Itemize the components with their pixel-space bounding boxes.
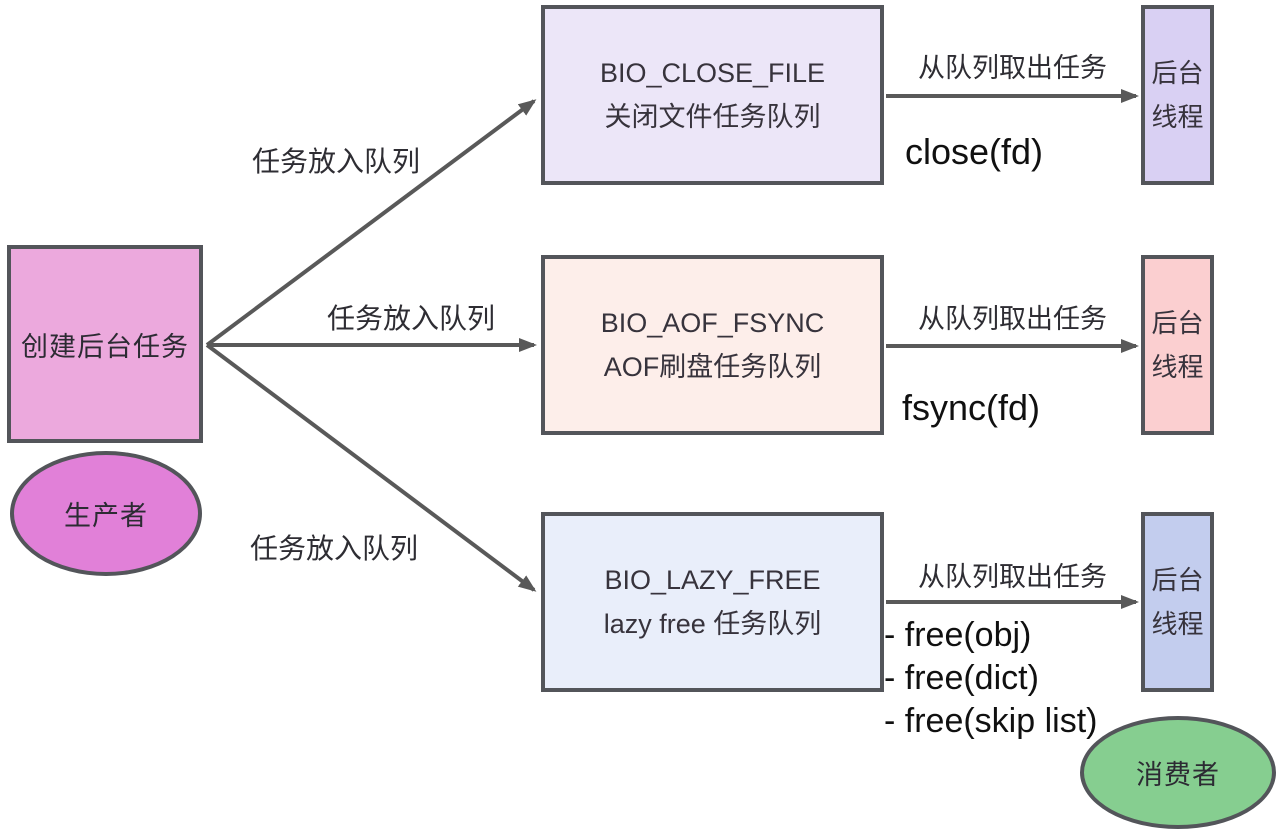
background-thread-box-lazyfree: 后台 线程 [1141, 512, 1214, 692]
thread-label-line1: 后台 [1151, 308, 1204, 338]
op-close-fd: close(fd) [905, 131, 1044, 172]
queue-box-bio-close-file: BIO_CLOSE_FILE 关闭文件任务队列 [541, 5, 884, 185]
queue-desc: AOF刷盘任务队列 [603, 352, 822, 382]
queue-box-bio-lazy-free: BIO_LAZY_FREE lazy free 任务队列 [541, 512, 884, 692]
thread-label-line2: 线程 [1151, 102, 1204, 132]
create-background-task-label: 创建后台任务 [21, 331, 189, 362]
consumer-label: 消费者 [1136, 760, 1220, 790]
queue-desc: lazy free 任务队列 [603, 609, 822, 639]
consumer-ellipse: 消费者 [1080, 716, 1276, 829]
enqueue-arrow-close [205, 99, 537, 347]
dequeue-label-close: 从队列取出任务 [918, 53, 1107, 83]
queue-name: BIO_LAZY_FREE [604, 565, 821, 595]
thread-label-line1: 后台 [1151, 58, 1204, 88]
enqueue-label-close: 任务放入队列 [252, 146, 421, 177]
producer-ellipse: 生产者 [10, 451, 202, 576]
thread-label-line2: 线程 [1151, 609, 1204, 639]
queue-name: BIO_CLOSE_FILE [599, 58, 826, 88]
thread-label-line1: 后台 [1151, 565, 1204, 595]
op-free-skiplist: - free(skip list) [884, 702, 1098, 740]
background-thread-box-close: 后台 线程 [1141, 5, 1214, 185]
op-lazyfree-list: - free(obj) - free(dict) - free(skip lis… [884, 614, 1097, 743]
op-free-dict: - free(dict) [884, 659, 1039, 697]
enqueue-arrow-lazyfree [205, 343, 537, 592]
thread-label-line2: 线程 [1151, 352, 1204, 382]
background-thread-box-fsync: 后台 线程 [1141, 255, 1214, 435]
dequeue-label-fsync: 从队列取出任务 [918, 304, 1107, 334]
queue-name: BIO_AOF_FSYNC [600, 308, 825, 338]
create-background-task-box: 创建后台任务 [7, 245, 203, 443]
enqueue-label-fsync: 任务放入队列 [327, 303, 496, 334]
op-fsync-fd: fsync(fd) [902, 387, 1041, 428]
queue-box-bio-aof-fsync: BIO_AOF_FSYNC AOF刷盘任务队列 [541, 255, 884, 435]
dequeue-label-lazyfree: 从队列取出任务 [918, 562, 1107, 592]
enqueue-label-lazyfree: 任务放入队列 [250, 533, 419, 564]
op-free-obj: - free(obj) [884, 616, 1032, 654]
producer-label: 生产者 [64, 501, 148, 531]
queue-desc: 关闭文件任务队列 [604, 102, 821, 132]
